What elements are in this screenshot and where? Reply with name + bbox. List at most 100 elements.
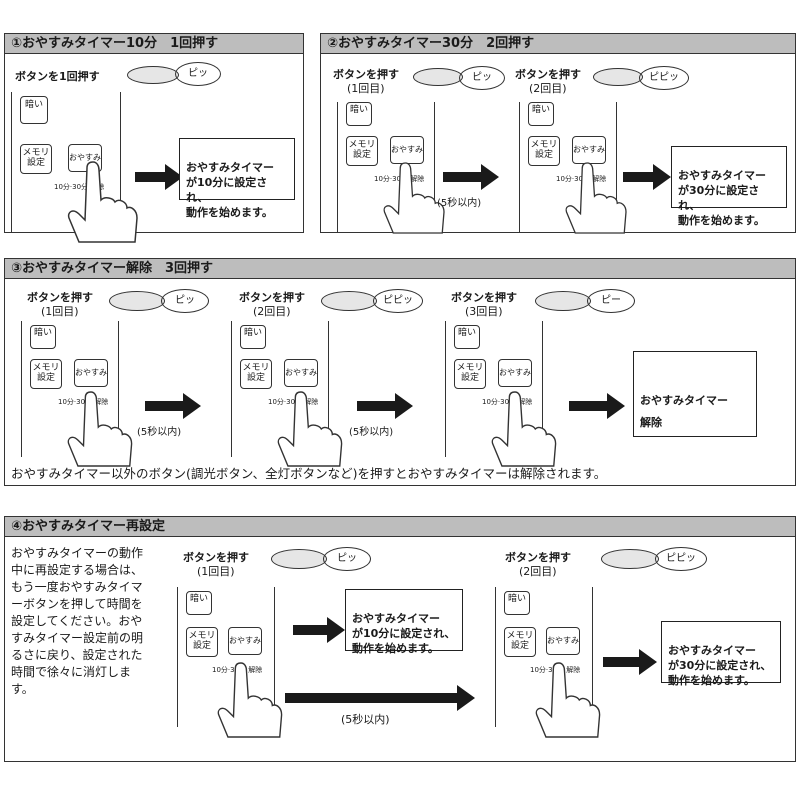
memory-button[interactable]: メモリ 設定 [454, 359, 486, 389]
beep-sound: ピッ [175, 295, 195, 306]
timer-options-label: 10分·30分 解除 [268, 398, 319, 406]
memory-button-label: メモリ 設定 [188, 631, 216, 651]
pressing-hand-icon [383, 162, 445, 234]
arrow-icon [293, 617, 345, 643]
dark-button[interactable]: 暗い [20, 96, 48, 124]
beep-sound: ピー [601, 295, 621, 306]
sleep-timer-button[interactable]: おやすみ [572, 136, 606, 164]
beep-sound-bubble: ピピッ [373, 289, 423, 313]
memory-button-label: メモリ 設定 [32, 363, 60, 383]
arrow-icon [357, 393, 413, 419]
pressing-hand-icon [277, 391, 343, 467]
beep-sound-bubble: ピッ [161, 289, 209, 313]
dark-button[interactable]: 暗い [240, 325, 266, 349]
dark-button[interactable]: 暗い [30, 325, 56, 349]
memory-button[interactable]: メモリ 設定 [30, 359, 62, 389]
remote-control: 暗い メモリ 設定 おやすみ 10分·30分 解除 [11, 92, 121, 232]
section-timer-cancel: ③おやすみタイマー解除 3回押す ボタンを押す (1回目) ピッ 暗い メモリ … [4, 258, 796, 486]
beep-sound-bubble: ピピッ [655, 547, 707, 571]
step1-count: (1回目) [41, 305, 79, 318]
dark-button-label: 暗い [457, 328, 476, 338]
ceiling-light-icon [271, 549, 327, 569]
arrow-icon [145, 393, 201, 419]
sleep-timer-label: おやすみ [75, 368, 107, 377]
sleep-timer-label: おやすみ [69, 153, 101, 162]
step1-count: (1回目) [197, 565, 235, 578]
sleep-timer-button[interactable]: おやすみ [390, 136, 424, 164]
step3-count: (3回目) [465, 305, 503, 318]
step2-label: ボタンを押す [239, 291, 305, 304]
sleep-timer-label: おやすみ [547, 636, 579, 645]
ceiling-light-icon [321, 291, 377, 311]
ceiling-light-icon [535, 291, 591, 311]
cancel-note: おやすみタイマー以外のボタン(調光ボタン、全灯ボタンなど)を押すとおやすみタイマ… [11, 466, 607, 481]
result-box: おやすみタイマー が10分に設定され、 動作を始めます。 [179, 138, 295, 219]
timer-options-label: 10分·30分 解除 [556, 175, 607, 183]
step2-label: ボタンを押す [505, 551, 571, 564]
section-title: ②おやすみタイマー30分 2回押す [321, 34, 795, 54]
reset-description: おやすみタイマーの動作中に再設定する場合は、もう一度おやすみタイマーボタンを押し… [11, 545, 145, 698]
ceiling-light-icon [109, 291, 165, 311]
sleep-timer-button[interactable]: おやすみ [546, 627, 580, 655]
dark-button[interactable]: 暗い [186, 591, 212, 615]
sleep-timer-button[interactable]: おやすみ [74, 359, 108, 387]
interval-label: (5秒以内) [341, 713, 390, 726]
dark-button-label: 暗い [33, 328, 52, 338]
timer-options-label: 10分·30分 解除 [54, 183, 105, 191]
result-text: おやすみタイマー が30分に設定され、 動作を始めます。 [678, 169, 766, 227]
memory-button[interactable]: メモリ 設定 [240, 359, 272, 389]
step-label: ボタンを1回押す [15, 70, 100, 83]
beep-sound: ピピッ [649, 72, 679, 83]
step2-label: ボタンを押す [515, 68, 581, 81]
result-text: おやすみタイマー 解除 [640, 394, 728, 429]
sleep-timer-button[interactable]: おやすみ [284, 359, 318, 387]
memory-button-label: メモリ 設定 [22, 148, 50, 168]
memory-button[interactable]: メモリ 設定 [186, 627, 218, 657]
memory-button[interactable]: メモリ 設定 [504, 627, 536, 657]
beep-sound-bubble: ピピッ [639, 66, 689, 90]
pressing-hand-icon [67, 161, 138, 243]
beep-sound: ピッ [337, 553, 357, 564]
section-title: ④おやすみタイマー再設定 [5, 517, 795, 537]
section-title: ①おやすみタイマー10分 1回押す [5, 34, 303, 54]
remote-control: 暗い メモリ 設定 おやすみ 10分·30分 解除 [337, 102, 435, 232]
memory-button[interactable]: メモリ 設定 [20, 144, 52, 174]
beep-sound-bubble: ピッ [459, 66, 505, 90]
sleep-timer-button[interactable]: おやすみ [498, 359, 532, 387]
dark-button[interactable]: 暗い [454, 325, 480, 349]
memory-button[interactable]: メモリ 設定 [528, 136, 560, 166]
remote-control: 暗い メモリ 設定 おやすみ 10分·30分 解除 [445, 321, 543, 457]
memory-button[interactable]: メモリ 設定 [346, 136, 378, 166]
result-box: おやすみタイマー 解除 [633, 351, 757, 437]
reset-description-text: おやすみタイマーの動作中に再設定する場合は、もう一度おやすみタイマーボタンを押し… [11, 546, 144, 696]
ceiling-light-icon [127, 66, 179, 84]
pressing-hand-icon [535, 662, 601, 738]
dark-button[interactable]: 暗い [346, 102, 372, 126]
section-timer-10min: ①おやすみタイマー10分 1回押す ボタンを1回押す ピッ 暗い メモリ 設定 … [4, 33, 304, 243]
dark-button-label: 暗い [349, 105, 368, 115]
beep-sound: ピッ [472, 72, 492, 83]
ceiling-light-icon [601, 549, 659, 569]
memory-button-label: メモリ 設定 [456, 363, 484, 383]
interval-label: (5秒以内) [437, 198, 482, 209]
dark-button[interactable]: 暗い [504, 591, 530, 615]
result-box: おやすみタイマー が30分に設定され、 動作を始めます。 [661, 621, 781, 687]
remote-control: 暗い メモリ 設定 おやすみ 10分·30分 解除 [231, 321, 329, 457]
timer-options-label: 10分·30分 解除 [482, 398, 533, 406]
dark-button-label: 暗い [507, 594, 526, 604]
sleep-timer-button[interactable]: おやすみ [228, 627, 262, 655]
step1-count: (1回目) [347, 82, 385, 95]
result-box: おやすみタイマー が30分に設定され、 動作を始めます。 [671, 146, 787, 227]
step3-label: ボタンを押す [451, 291, 517, 304]
dark-button-label: 暗い [243, 328, 262, 338]
arrow-icon [623, 164, 671, 190]
ceiling-light-icon [413, 68, 463, 86]
step1-label: ボタンを押す [183, 551, 249, 564]
beep-sound: ピピッ [666, 553, 696, 564]
dark-button-label: 暗い [531, 105, 550, 115]
dark-button[interactable]: 暗い [528, 102, 554, 126]
memory-button-label: メモリ 設定 [242, 363, 270, 383]
pressing-hand-icon [217, 662, 283, 738]
beep-sound: ピピッ [383, 295, 413, 306]
interval-label: (5秒以内) [349, 427, 394, 438]
